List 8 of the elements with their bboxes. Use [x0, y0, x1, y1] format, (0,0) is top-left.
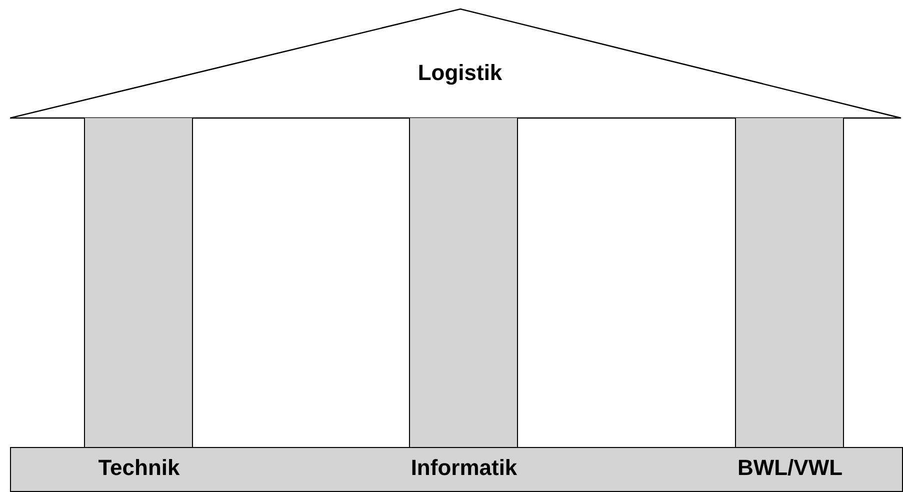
pillar-label: Informatik	[410, 455, 518, 481]
pillar	[84, 118, 193, 448]
pillar	[409, 118, 518, 448]
roof-label: Logistik	[418, 60, 502, 86]
pillar-label: Technik	[98, 455, 180, 481]
pillar	[735, 118, 844, 448]
base-bar	[10, 447, 903, 492]
pillar-label: BWL/VWL	[737, 455, 843, 481]
